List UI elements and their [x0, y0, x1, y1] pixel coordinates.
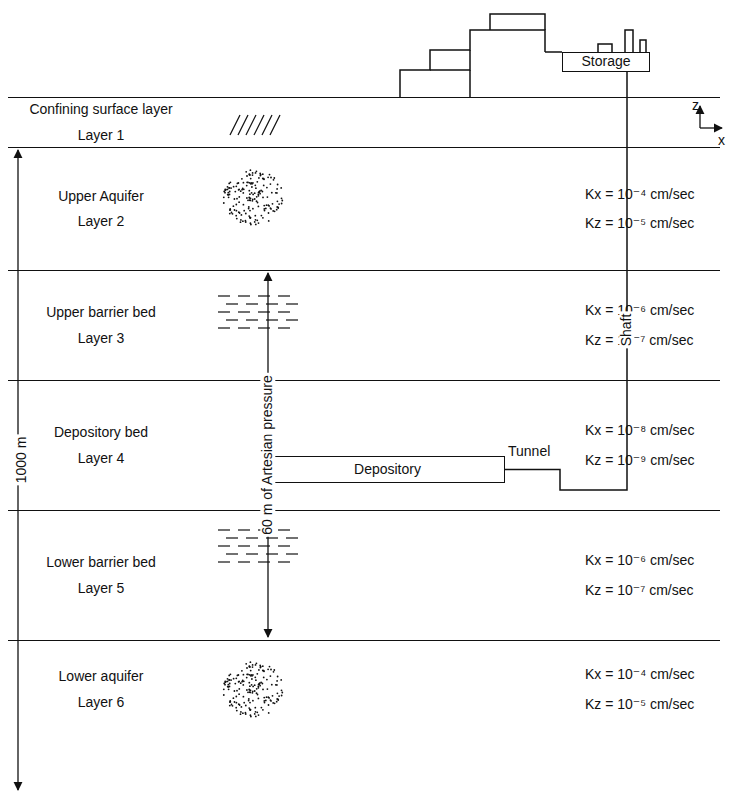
layer-name-group: Lower barrier bedLayer 5	[26, 515, 176, 636]
conductivity-value: Kz = 10⁻⁵ cm/sec	[585, 696, 725, 714]
rock-layer-band: Confining surface layerLayer 1	[8, 97, 720, 147]
layer-name-group: Upper AquiferLayer 2	[26, 152, 176, 266]
conductivity-value: Kx = 10⁻⁶ cm/sec	[585, 552, 725, 570]
layer-name: Lower aquifer	[26, 668, 176, 686]
layer-number: Layer 2	[26, 213, 176, 231]
layer-name-group: Lower aquiferLayer 6	[26, 645, 176, 734]
lithology-symbols	[218, 115, 298, 717]
dimension-arrows	[18, 106, 722, 790]
depository-band: Depository bedLayer 4Kx = 10⁻⁸ cm/secKz …	[8, 380, 720, 510]
storage-building: Storage	[562, 52, 650, 72]
layer-name: Lower barrier bed	[26, 554, 176, 572]
edge-label: Shaft	[619, 312, 634, 349]
axis-label: x	[716, 133, 727, 148]
conductivity-value: Kx = 10⁻⁴ cm/sec	[585, 186, 725, 204]
conductivity-value: Kz = 10⁻⁷ cm/sec	[585, 332, 725, 350]
conductivity-value: Kz = 10⁻⁵ cm/sec	[585, 215, 725, 233]
barrier-band: Upper barrier bedLayer 3Kx = 10⁻⁶ cm/sec…	[8, 270, 720, 380]
dimension-label: 1000 m	[14, 435, 29, 486]
conductivity-value: Kx = 10⁻⁶ cm/sec	[585, 302, 725, 320]
depository-box: Depository	[270, 456, 505, 483]
aquifer-band: Upper AquiferLayer 2Kx = 10⁻⁴ cm/secKz =…	[8, 147, 720, 270]
conductivity-group: Kx = 10⁻⁴ cm/sec Kz = 10⁻⁵ cm/sec	[585, 152, 725, 266]
layer-name-group: Depository bedLayer 4	[26, 385, 176, 506]
box-label: Depository	[354, 461, 421, 479]
layer-name-group: Upper barrier bedLayer 3	[26, 275, 176, 376]
conductivity-value: Kx = 10⁻⁴ cm/sec	[585, 666, 725, 684]
conductivity-value: Kx = 10⁻⁸ cm/sec	[585, 422, 725, 440]
layer-name: Confining surface layer	[26, 101, 176, 119]
conductivity-group: Kx = 10⁻⁶ cm/sec Kz = 10⁻⁷ cm/sec	[585, 515, 725, 636]
conductivity-value: Kz = 10⁻⁹ cm/sec	[585, 452, 725, 470]
conductivity-group: Kx = 10⁻⁴ cm/sec Kz = 10⁻⁵ cm/sec	[585, 645, 725, 734]
axis-label: z	[690, 98, 701, 113]
layer-name-group: Confining surface layerLayer 1	[26, 102, 176, 143]
barrier-band: Lower barrier bedLayer 5Kx = 10⁻⁶ cm/sec…	[8, 510, 720, 640]
conductivity-value: Kz = 10⁻⁷ cm/sec	[585, 582, 725, 600]
dimension-label: 60 m of Artesian pressure	[260, 373, 275, 537]
layer-number: Layer 5	[26, 580, 176, 598]
layer-name: Depository bed	[26, 424, 176, 442]
layer-number: Layer 6	[26, 694, 176, 712]
layer-name: Upper Aquifer	[26, 188, 176, 206]
conductivity-group: Kx = 10⁻⁶ cm/sec Kz = 10⁻⁷ cm/sec	[585, 275, 725, 376]
building	[400, 14, 646, 97]
aquifer-band: Lower aquiferLayer 6Kx = 10⁻⁴ cm/secKz =…	[8, 640, 720, 794]
layer-number: Layer 1	[26, 127, 176, 145]
layer-number: Layer 3	[26, 330, 176, 348]
box-label: Storage	[581, 53, 630, 71]
layer-number: Layer 4	[26, 450, 176, 468]
tunnel-label: Tunnel	[506, 444, 552, 459]
layer-name: Upper barrier bed	[26, 304, 176, 322]
conductivity-group: Kx = 10⁻⁸ cm/sec Kz = 10⁻⁹ cm/sec	[585, 385, 725, 506]
